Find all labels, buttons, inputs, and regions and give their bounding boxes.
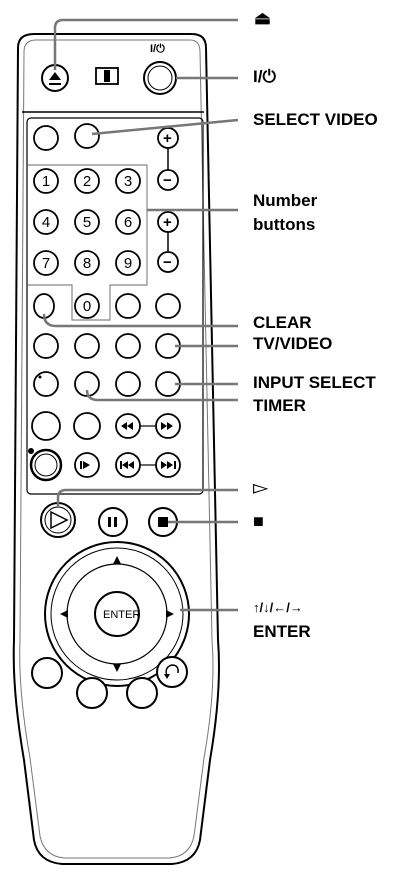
number-key-0[interactable]: 0: [74, 293, 100, 319]
blank-button-row9-2[interactable]: [73, 412, 101, 440]
record-button[interactable]: [29, 448, 63, 482]
left-arrow-button[interactable]: [60, 610, 68, 618]
slow-play-button[interactable]: [74, 452, 100, 478]
right-arrow-button[interactable]: [166, 610, 174, 618]
number-key-3[interactable]: 3: [115, 168, 141, 194]
blank-button-row9-1[interactable]: [31, 411, 61, 441]
number-key-7[interactable]: 7: [33, 250, 59, 276]
fast-forward-button[interactable]: [155, 413, 181, 439]
callout-lines: [42, 18, 239, 612]
number-key-label: 2: [83, 173, 91, 190]
next-button[interactable]: [155, 452, 181, 478]
number-key-label: 4: [42, 214, 50, 231]
stop-label: ■: [253, 511, 264, 531]
keypad-panel: [26, 117, 204, 495]
rocker-top-plus: +: [163, 130, 172, 147]
power-button[interactable]: I/⏻: [143, 42, 177, 95]
blank-button-row7-3[interactable]: [115, 333, 141, 359]
timer-label: TIMER: [253, 396, 306, 415]
rewind-button[interactable]: [115, 413, 141, 439]
pause-button[interactable]: [98, 507, 128, 537]
number-buttons-label-line1: Number: [253, 191, 318, 210]
number-key-2[interactable]: 2: [74, 168, 100, 194]
clear-label: CLEAR: [253, 313, 312, 332]
bottom-center-left-button[interactable]: [76, 677, 108, 709]
number-key-label: 7: [42, 255, 50, 272]
rocker-bottom[interactable]: + −: [157, 211, 179, 273]
number-key-label: 9: [124, 255, 132, 272]
eject-button[interactable]: [41, 64, 69, 92]
enter-label: ENTER: [253, 622, 311, 641]
play-label: ▻: [253, 477, 269, 499]
rocker-top-minus: −: [163, 172, 172, 189]
enter-key-label: ENTER: [103, 609, 140, 621]
down-arrow-button[interactable]: [113, 664, 121, 672]
blank-button-row6-3[interactable]: [115, 293, 141, 319]
arrows-label: ↑/↓/←/→: [253, 600, 303, 615]
select-video-button[interactable]: [74, 123, 100, 149]
number-key-5[interactable]: 5: [74, 209, 100, 235]
number-key-9[interactable]: 9: [115, 250, 141, 276]
bottom-left-button[interactable]: [31, 657, 63, 689]
number-group-outline: [28, 164, 148, 321]
number-key-label: 1: [42, 173, 50, 190]
rocker-bottom-minus: −: [163, 254, 172, 271]
previous-button[interactable]: [115, 452, 141, 478]
return-button[interactable]: [156, 656, 188, 688]
number-key-label: 0: [83, 298, 91, 315]
tv-video-label: TV/VIDEO: [253, 334, 333, 353]
number-key-8[interactable]: 8: [74, 250, 100, 276]
number-key-label: 6: [124, 214, 132, 231]
power-label: I/⏻: [253, 67, 276, 86]
blank-button-row6-4[interactable]: [155, 293, 181, 319]
blank-button-row8-3[interactable]: [115, 371, 141, 397]
number-key-label: 3: [124, 173, 132, 190]
play-button[interactable]: [40, 502, 76, 538]
up-arrow-button[interactable]: [113, 556, 121, 564]
mode-switch[interactable]: [95, 67, 119, 85]
number-buttons-label-line2: buttons: [253, 215, 316, 234]
enter-button[interactable]: ENTER: [94, 591, 140, 637]
number-key-label: 5: [83, 214, 91, 231]
rocker-bottom-plus: +: [163, 214, 172, 231]
select-video-label: SELECT VIDEO: [253, 110, 378, 129]
number-key-1[interactable]: 1: [33, 168, 59, 194]
rocker-top[interactable]: + −: [157, 127, 179, 191]
number-key-label: 8: [83, 255, 91, 272]
power-symbol-mark: I/⏻: [150, 42, 165, 55]
blank-button-row7-1[interactable]: [33, 333, 59, 359]
blank-button-top-left[interactable]: [33, 125, 59, 151]
bottom-center-right-button[interactable]: [126, 677, 158, 709]
eject-label: ⏏: [254, 8, 272, 28]
number-key-6[interactable]: 6: [115, 209, 141, 235]
blank-button-row7-2[interactable]: [74, 333, 100, 359]
blank-button-row8-1[interactable]: [33, 371, 59, 397]
number-key-4[interactable]: 4: [33, 209, 59, 235]
input-select-label: INPUT SELECT: [253, 373, 376, 392]
